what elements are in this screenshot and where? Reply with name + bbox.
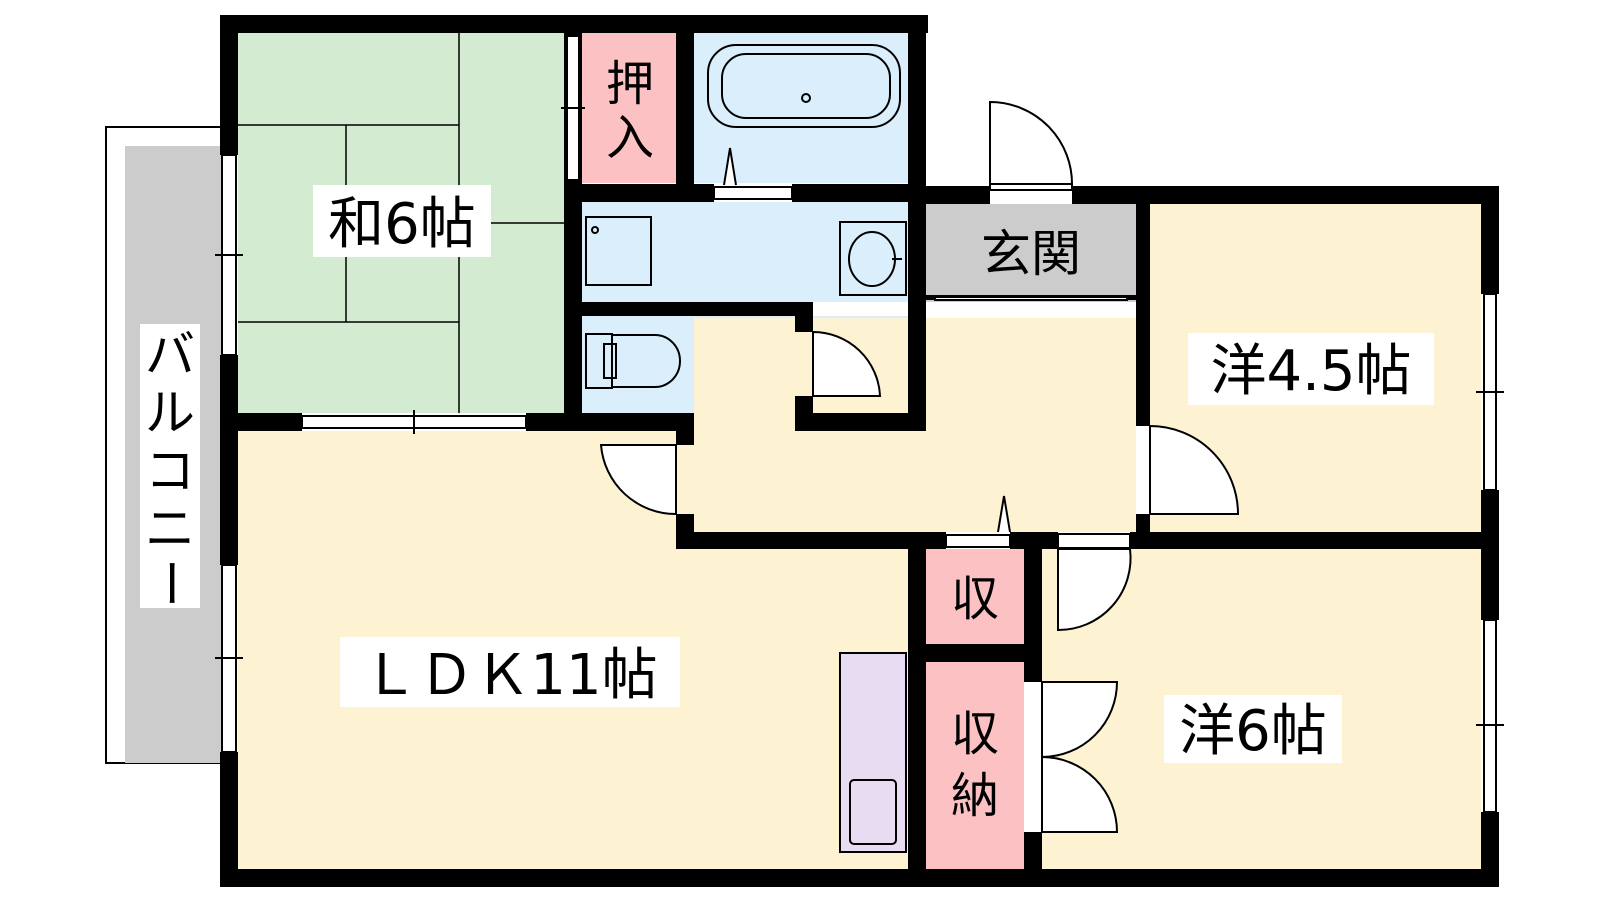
- kitchen-counter: [839, 652, 907, 853]
- sliding-doors: [301, 35, 1128, 548]
- label-genkan: 玄関: [981, 225, 1081, 283]
- balcony-char-1: バ: [145, 326, 195, 384]
- label-yo45: 洋4.5帖: [1210, 339, 1411, 404]
- washing-machine: [585, 216, 652, 286]
- label-oshiire-bottom: 入: [606, 110, 654, 166]
- label-shuno-top: 収: [951, 706, 999, 762]
- balcony-char-2: ル: [145, 384, 195, 442]
- door-hall-ldk: [599, 444, 677, 516]
- label-yo6: 洋6帖: [1179, 699, 1327, 764]
- balcony-char-3: コ: [145, 442, 195, 500]
- door-genkan-step: [934, 296, 1128, 301]
- label-washitsu: 和6帖: [328, 192, 476, 257]
- door-yo6: [1057, 548, 1132, 632]
- bathtub: [707, 44, 901, 128]
- toilet: [585, 333, 681, 389]
- door-bath: [713, 186, 793, 200]
- label-ldk: ＬＤＫ11帖: [362, 643, 657, 708]
- washroom-fixtures: [585, 216, 907, 296]
- window-yo6: [1483, 619, 1497, 813]
- balcony: [105, 126, 227, 764]
- kitchen-sink: [849, 779, 897, 845]
- door-entrance: [989, 100, 1074, 187]
- room-shu: [926, 549, 1024, 644]
- label-balcony: バ ル コ ニ ー: [141, 326, 199, 608]
- label-shuno-bottom: 納: [951, 768, 999, 824]
- washbasin: [839, 221, 907, 296]
- room-genkan: [926, 204, 1136, 302]
- balcony-char-5: ー: [141, 558, 199, 608]
- door-toilet: [812, 330, 882, 397]
- door-shu: [945, 534, 1011, 548]
- label-shu: 収: [951, 571, 999, 627]
- windows: [215, 154, 1504, 813]
- swing-doors: [599, 100, 1240, 833]
- balcony-char-4: ニ: [145, 500, 195, 558]
- door-yo45: [1149, 424, 1240, 515]
- label-oshiire-top: 押: [606, 56, 654, 112]
- door-shuno-1: [1041, 681, 1119, 759]
- door-shuno-2: [1041, 755, 1119, 833]
- room-shuno: [926, 662, 1024, 869]
